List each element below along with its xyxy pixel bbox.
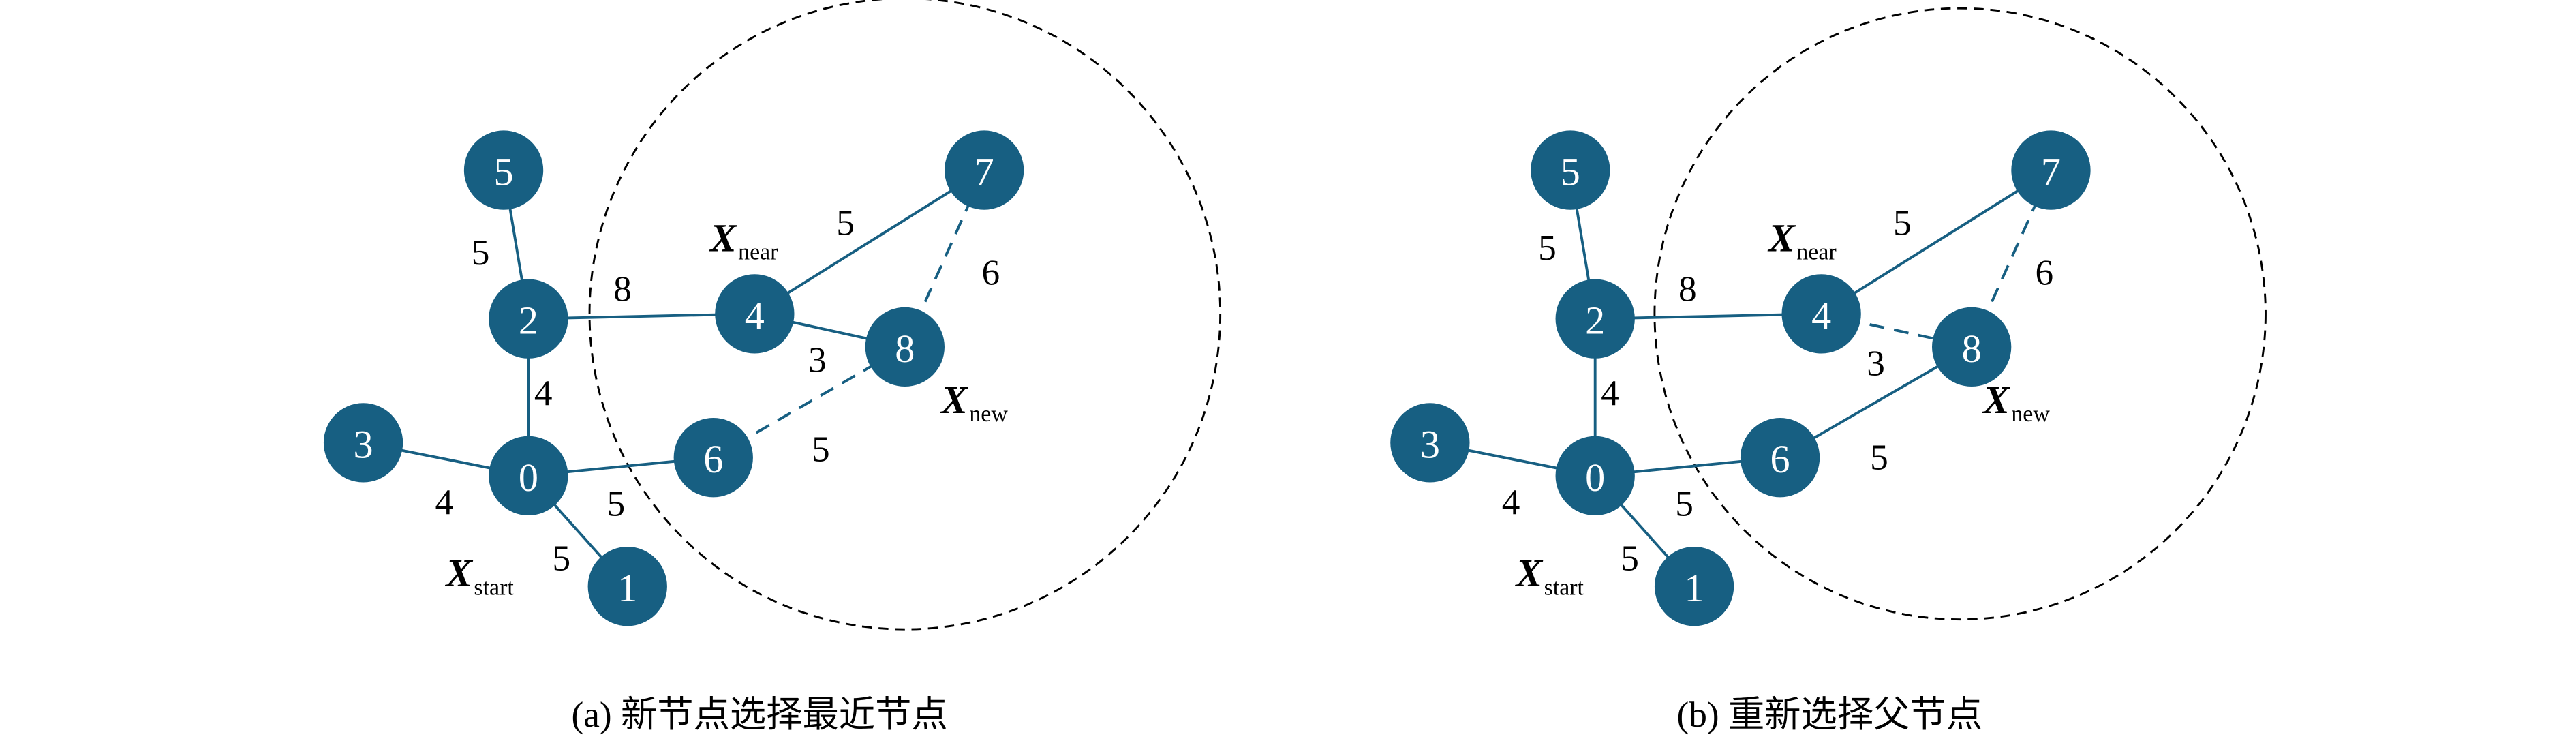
node-label: 0 <box>519 455 538 500</box>
edge-weight-2-4: 8 <box>1678 269 1697 309</box>
node-label: 1 <box>1685 566 1704 610</box>
edge-weight-3-0: 4 <box>435 482 453 522</box>
edge-weight-4-7: 5 <box>1893 203 1912 243</box>
node-2: 2 <box>1555 279 1635 359</box>
edge-weight-0-1: 5 <box>553 539 571 579</box>
node-label: 2 <box>1585 299 1605 343</box>
node-5: 5 <box>463 130 544 210</box>
edge-weight-0-6: 5 <box>607 484 625 524</box>
node-3: 3 <box>323 403 403 483</box>
node-label: 4 <box>1811 293 1831 337</box>
edge-weight-2-4: 8 <box>613 269 632 309</box>
node-1: 1 <box>1654 547 1734 626</box>
panel-caption: (b) 重新选择父节点 <box>1676 695 1982 735</box>
node-5: 5 <box>1531 130 1610 210</box>
node-8: 8 <box>1932 307 2012 387</box>
node-0: 0 <box>1555 436 1635 516</box>
node-label: 7 <box>975 150 994 194</box>
edge-weight-4-7: 5 <box>836 203 855 243</box>
node-label: 7 <box>2041 150 2061 194</box>
node-8: 8 <box>865 307 945 387</box>
node-label: 2 <box>519 299 538 343</box>
edge-weight-6-8: 5 <box>1870 438 1888 478</box>
node-label: 8 <box>895 327 915 371</box>
edge-weight-5-2: 5 <box>472 232 490 273</box>
node-label: 5 <box>493 150 513 194</box>
node-label: 8 <box>1962 327 1982 371</box>
node-label: 3 <box>1420 422 1440 466</box>
edge-weight-8-7: 6 <box>2035 252 2053 292</box>
edge-weight-5-2: 5 <box>1538 228 1557 268</box>
search-radius-circle <box>588 0 1221 631</box>
edge-weight-4-8: 3 <box>1867 344 1885 384</box>
edge-weight-2-0: 4 <box>1601 373 1619 413</box>
edge-4-7 <box>754 168 985 316</box>
edge-weight-8-7: 6 <box>982 252 1000 292</box>
edge-weight-0-6: 5 <box>1675 484 1693 524</box>
node-6: 6 <box>673 418 753 498</box>
node-label: 6 <box>1770 437 1790 481</box>
node-label: 6 <box>703 437 723 481</box>
edge-weight-2-0: 4 <box>534 373 553 413</box>
panel-caption: (a) 新节点选择最近节点 <box>572 695 948 735</box>
node-label: 3 <box>354 422 373 466</box>
edge-weight-6-8: 5 <box>812 429 830 470</box>
node-label: 4 <box>745 293 765 337</box>
node-7: 7 <box>2011 130 2091 210</box>
edge-weight-4-8: 3 <box>808 340 827 380</box>
node-label: 0 <box>1585 455 1605 500</box>
node-1: 1 <box>587 547 667 626</box>
edge-weight-3-0: 4 <box>1502 482 1520 522</box>
node-3: 3 <box>1390 403 1470 483</box>
node-6: 6 <box>1740 418 1820 498</box>
node-2: 2 <box>489 279 568 359</box>
node-label: 5 <box>1561 150 1580 194</box>
node-4: 4 <box>715 274 795 354</box>
node-label: 1 <box>617 566 637 610</box>
search-radius-circle <box>1653 7 2267 621</box>
node-7: 7 <box>945 130 1024 210</box>
edge-4-7 <box>1820 168 2052 316</box>
node-4: 4 <box>1781 274 1861 354</box>
edge-weight-0-1: 5 <box>1621 539 1639 579</box>
node-0: 0 <box>489 436 568 516</box>
